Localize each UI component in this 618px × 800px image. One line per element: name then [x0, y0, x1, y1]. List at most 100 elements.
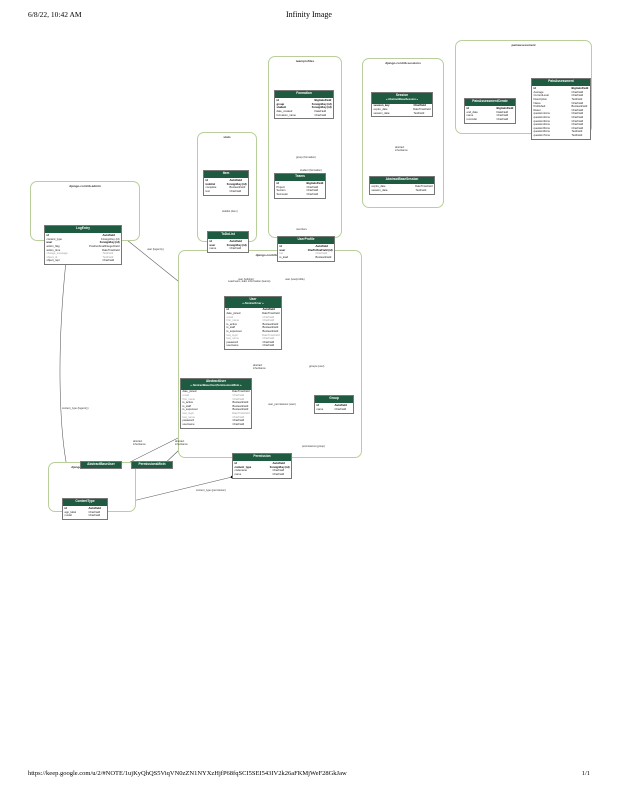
- field-type: CharField: [306, 189, 319, 193]
- field-name: formation_name: [276, 113, 296, 117]
- entity-session[interactable]: Session« AbstractBaseSession »session_ke…: [371, 92, 433, 118]
- app-group-label: django.contrib.auth: [255, 253, 285, 257]
- field-type: CharField: [262, 315, 275, 319]
- field-name: end_date: [466, 110, 478, 114]
- field-type: CharField: [334, 407, 347, 411]
- field-type: BooleanField: [232, 401, 249, 405]
- field-type: AutoField: [102, 234, 115, 238]
- app-group-label: django.contrib.admin: [69, 184, 101, 188]
- entity-name: AbstractBaseSession: [385, 177, 419, 181]
- field-type: TextField: [571, 130, 583, 134]
- field-type: BooleanField: [229, 186, 246, 190]
- field-type: CharField: [262, 337, 275, 341]
- field-name: date_joined: [182, 390, 197, 394]
- field-name: id: [279, 245, 282, 249]
- field-type: CharField: [571, 108, 584, 112]
- field-name: change_message: [46, 252, 68, 256]
- field-name: last_name: [226, 337, 239, 341]
- field-name: session_key: [373, 104, 390, 108]
- field-type: BooleanField: [315, 255, 332, 259]
- field-type: CharField: [232, 394, 245, 397]
- field-name: question3Ans: [533, 119, 550, 123]
- field-name: complete: [205, 186, 217, 190]
- entity-abstract-user[interactable]: AbstractUser« AbstractBaseUser,Permissio…: [180, 378, 252, 429]
- entity-name: UserProfile: [297, 237, 315, 241]
- field-name: action_time: [46, 248, 61, 252]
- page-title: Infinity Image: [286, 10, 332, 19]
- field-name: Description: [533, 97, 547, 101]
- field-type: CharField: [496, 114, 509, 118]
- entity-permissions-mixin[interactable]: PermissionsMixin: [131, 461, 173, 470]
- print-date: 6/8/22, 10:42 AM: [28, 10, 82, 19]
- field-type: CharField: [272, 469, 285, 473]
- entity-abstract-base-user[interactable]: AbstractBaseUser: [80, 461, 122, 470]
- field-type: CharField: [306, 192, 319, 196]
- field-type: CharField: [571, 119, 584, 123]
- entity-header: PermissionsMixin: [132, 462, 172, 469]
- entity-name: AbstractBaseUser: [87, 462, 115, 466]
- field-name: is_active: [182, 401, 193, 405]
- field-type: CharField: [571, 90, 584, 94]
- field-type: CharField: [262, 344, 275, 348]
- page-number: 1/1: [581, 770, 590, 777]
- edge-label-student-formation: student (formation): [300, 169, 322, 172]
- field-type: DateTimeField: [232, 412, 250, 416]
- field-name: expire_date: [373, 108, 388, 111]
- field-name: Reset: [533, 108, 541, 112]
- field-type: CharField: [272, 472, 285, 476]
- field-type: TextField: [413, 111, 425, 115]
- entity-field-row: email CharField: [183, 394, 250, 398]
- field-type: CharField: [571, 94, 584, 98]
- entity-name: AbstractUser: [205, 379, 227, 383]
- entity-name: PainAssessment: [548, 79, 574, 83]
- field-type: AutoField: [88, 507, 101, 511]
- field-type: ForeignKey (id): [226, 243, 247, 247]
- entity-name: PainAssessmentCreate: [472, 99, 508, 103]
- edge-label-abstract-inheritance-2: abstract inheritance: [133, 440, 146, 446]
- field-name: id: [466, 107, 469, 111]
- field-type: TextField: [102, 255, 114, 259]
- field-name: email: [182, 394, 189, 397]
- entity-header: Item: [204, 171, 248, 179]
- field-type: AutoField: [334, 404, 347, 408]
- field-type: BooleanField: [262, 330, 279, 334]
- field-type: PositiveSmallIntegerField: [89, 244, 120, 248]
- entity-name: LogEntry: [76, 226, 90, 230]
- field-type: CharField: [306, 185, 319, 189]
- field-type: CharField: [262, 340, 275, 344]
